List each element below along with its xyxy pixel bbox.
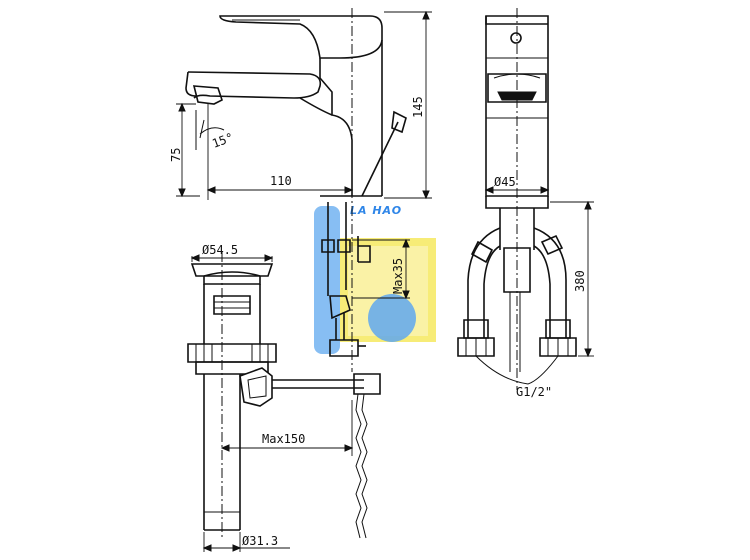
- faucet-height-label: 145: [411, 96, 425, 118]
- drain-tail-label: Ø31.3: [242, 534, 278, 548]
- spout-reach-dimension: 110: [206, 104, 354, 200]
- faucet-height-dimension: 145: [384, 10, 432, 200]
- pull-rod-chain: [355, 393, 368, 539]
- pop-up-drain: [187, 252, 381, 540]
- flexible-hoses: [457, 227, 577, 385]
- watermark-text: LA HAO: [350, 204, 402, 217]
- connection-thread-label: G1/2": [516, 385, 552, 399]
- drain-to-rod-dimension: Max150: [220, 400, 354, 456]
- watermark-logo: LA HAO: [314, 204, 436, 354]
- mounting-assembly: [321, 202, 371, 357]
- hose-length-dimension: 380: [550, 200, 594, 358]
- pop-up-head-dimension: Ø54.5: [190, 243, 274, 262]
- body-diameter-dimension: Ø45: [484, 175, 550, 194]
- drain-to-rod-label: Max150: [262, 432, 305, 446]
- pop-up-head-label: Ø54.5: [202, 243, 238, 257]
- spout-height-label: 75: [169, 148, 183, 162]
- spout-reach-label: 110: [270, 174, 292, 188]
- pop-up-rod-label: Max35: [391, 258, 405, 294]
- drain-tail-dimension: Ø31.3: [202, 532, 290, 552]
- body-diameter-label: Ø45: [494, 175, 516, 189]
- tilt-angle-label: 15°: [210, 130, 235, 151]
- pop-up-rod-dimension: Max35: [352, 238, 410, 300]
- hose-length-label: 380: [573, 270, 587, 292]
- faucet-side-view: 15°: [185, 8, 407, 372]
- faucet-front-view: [485, 8, 549, 390]
- spout-height-dimension: 75: [169, 102, 200, 198]
